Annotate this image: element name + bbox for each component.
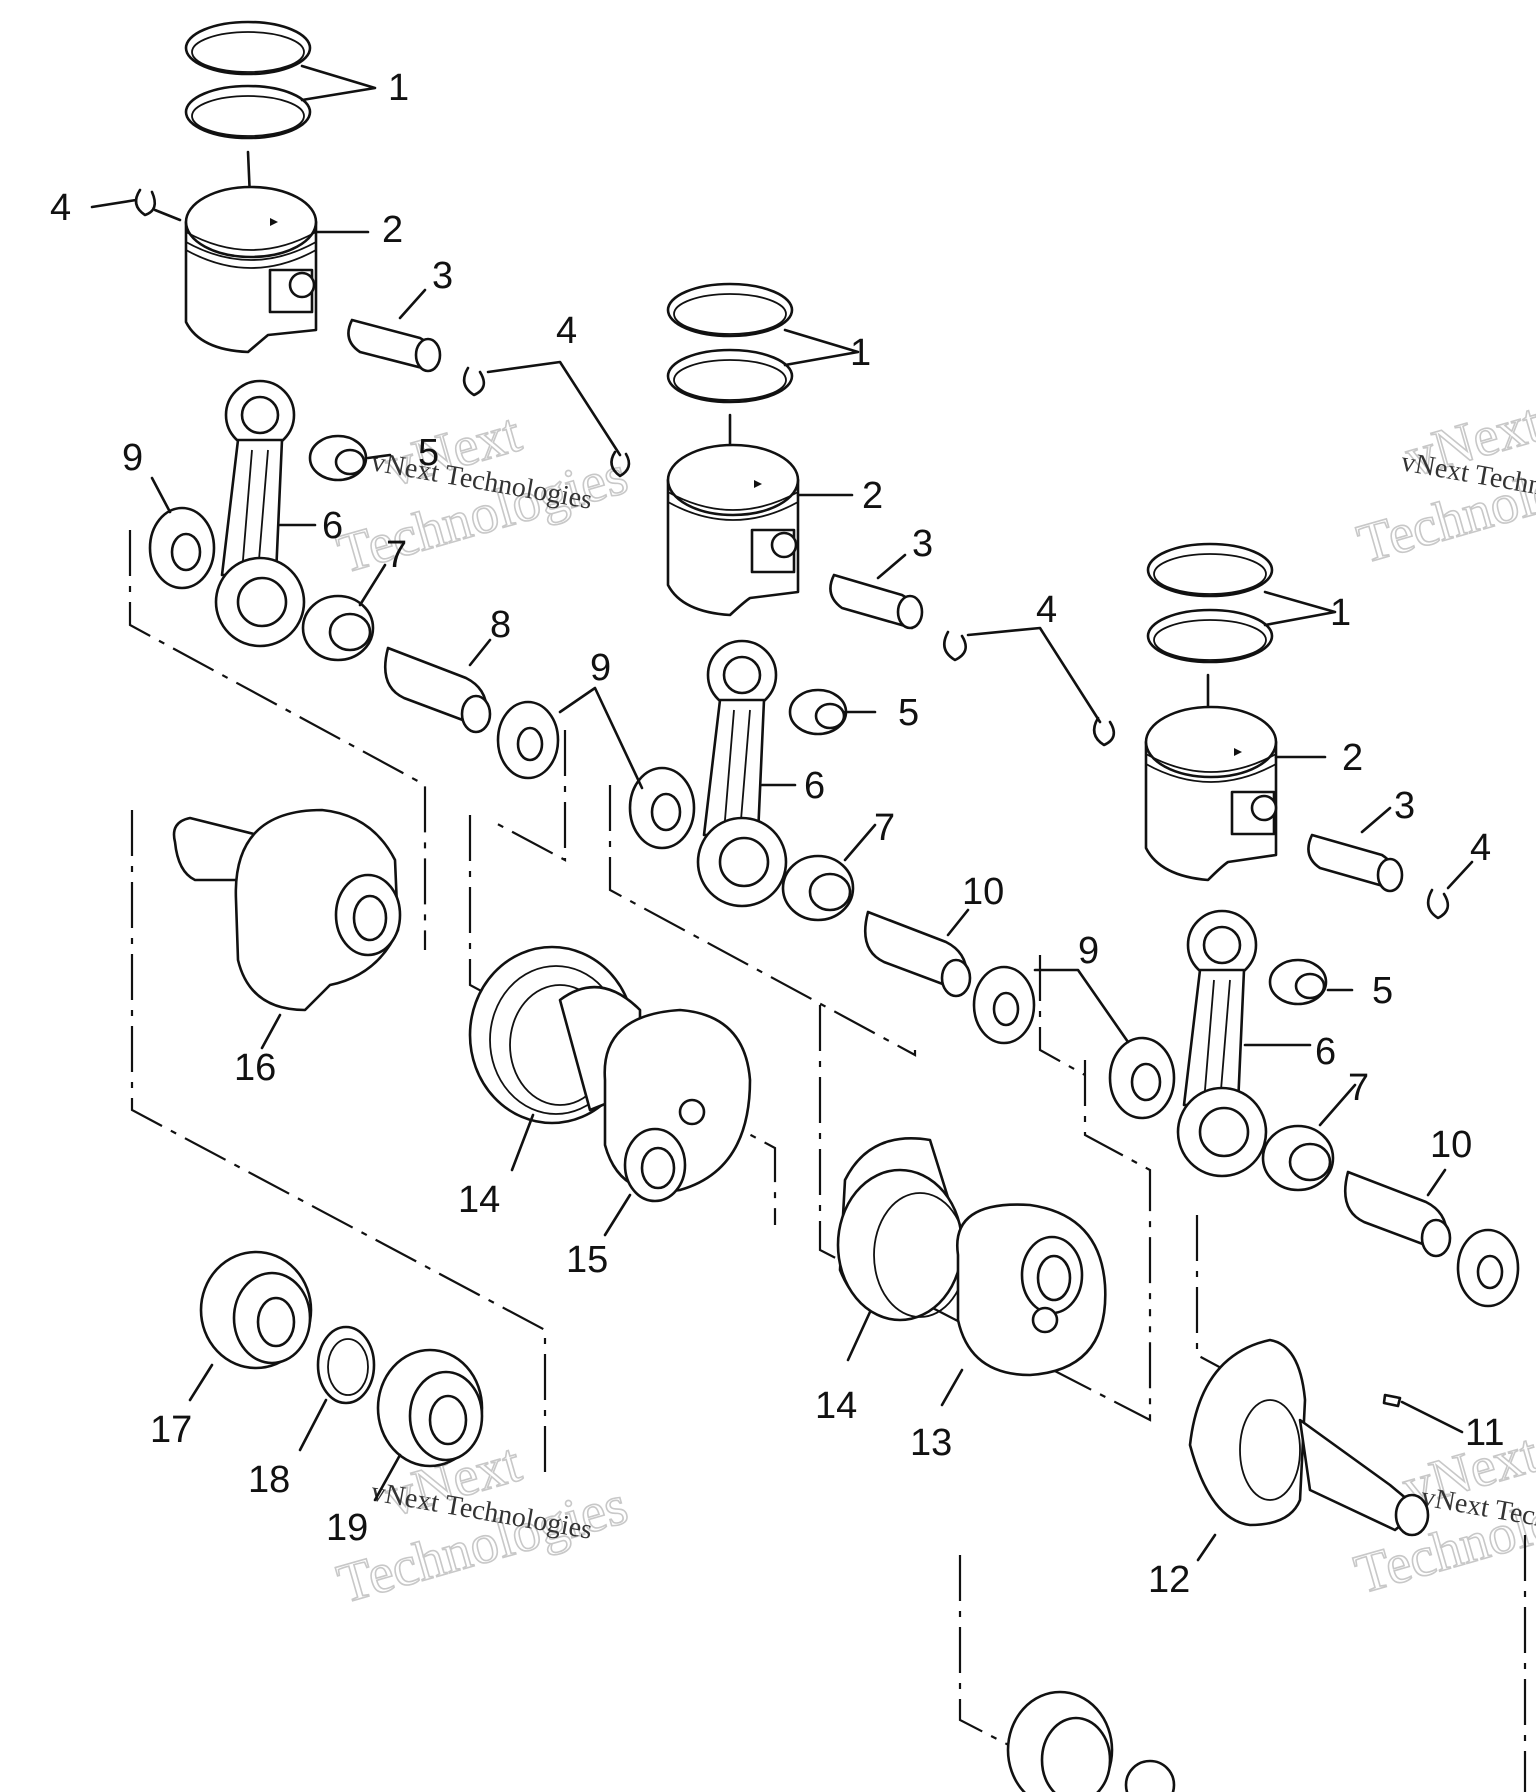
connecting-rod-1 — [214, 379, 306, 648]
callout-16: 16 — [234, 1047, 276, 1089]
needle-bearing-large-2 — [781, 854, 855, 922]
callout-7: 7 — [386, 534, 407, 576]
callout-9: 9 — [1078, 930, 1099, 972]
circlip — [943, 630, 967, 662]
piston-rings-2 — [666, 282, 794, 404]
callout-2: 2 — [1342, 737, 1363, 779]
piston-3 — [1144, 705, 1278, 882]
thrust-washer-3 — [628, 766, 696, 850]
callout-14: 14 — [815, 1385, 857, 1427]
callout-5: 5 — [898, 692, 919, 734]
piston-1 — [184, 185, 318, 354]
callout-14: 14 — [458, 1179, 500, 1221]
thrust-washer-5 — [1108, 1036, 1176, 1120]
callout-7: 7 — [1348, 1067, 1369, 1109]
circlip — [134, 188, 631, 478]
callout-11: 11 — [1465, 1412, 1504, 1454]
callout-4: 4 — [1036, 589, 1057, 631]
crank-pin-8 — [383, 646, 492, 734]
piston-pin-2 — [829, 573, 924, 630]
callout-3: 3 — [432, 255, 453, 297]
callout-18: 18 — [248, 1459, 290, 1501]
assembly-dash-lines — [128, 530, 1527, 1792]
needle-bearing-small-3 — [1268, 958, 1328, 1006]
circlip — [1092, 716, 1116, 747]
connecting-rod-2 — [696, 639, 788, 908]
piston-pin-1 — [347, 318, 442, 373]
woodruff-key-11 — [1382, 1393, 1402, 1408]
callout-1: 1 — [1330, 592, 1351, 634]
thrust-washer-4 — [972, 965, 1036, 1045]
callout-2: 2 — [862, 475, 883, 517]
callout-10: 10 — [962, 871, 1004, 913]
callout-5: 5 — [1372, 970, 1393, 1012]
callout-15: 15 — [566, 1239, 608, 1281]
needle-bearing-large-1 — [301, 594, 375, 662]
main-bearing-19 — [376, 1348, 484, 1468]
callout-12: 12 — [1148, 1559, 1190, 1601]
callout-10: 10 — [1430, 1124, 1472, 1166]
crank-pin-10a — [863, 910, 972, 998]
main-bearing-17 — [199, 1250, 313, 1370]
callout-5: 5 — [418, 432, 439, 474]
callout-4: 4 — [1470, 827, 1491, 869]
callout-3: 3 — [912, 523, 933, 565]
callout-9: 9 — [122, 437, 143, 479]
crank-web-14b — [836, 1137, 967, 1322]
crank-web-15 — [558, 985, 752, 1203]
leader-lines — [90, 64, 1474, 1562]
callout-6: 6 — [322, 505, 343, 547]
needle-bearing-small-2 — [788, 688, 848, 736]
needle-bearing-small-1 — [308, 434, 368, 482]
main-bearing-bottom — [1006, 1690, 1176, 1792]
callout-3: 3 — [1394, 785, 1415, 827]
callout-6: 6 — [804, 765, 825, 807]
circlip — [1426, 888, 1450, 920]
callout-1: 1 — [388, 67, 409, 109]
crank-end-12 — [1188, 1338, 1430, 1537]
callout-6: 6 — [1315, 1031, 1336, 1073]
callout-9: 9 — [590, 647, 611, 689]
callout-19: 19 — [326, 1507, 368, 1549]
callout-17: 17 — [150, 1409, 192, 1451]
callout-1: 1 — [850, 332, 871, 374]
crank-web-13 — [955, 1203, 1107, 1377]
connecting-rod-3 — [1176, 909, 1268, 1178]
callout-2: 2 — [382, 209, 403, 251]
thrust-washer-2 — [496, 700, 560, 780]
callout-4: 4 — [50, 187, 71, 229]
needle-bearing-large-3 — [1261, 1124, 1335, 1192]
crank-pin-10b — [1343, 1170, 1452, 1258]
piston-pin-3 — [1307, 833, 1404, 893]
piston-rings-3 — [1146, 542, 1274, 664]
callout-labels: 1 2 3 4 4 5 6 7 8 9 9 1 2 3 4 5 6 7 10 1… — [50, 67, 1504, 1601]
callout-4: 4 — [556, 310, 577, 352]
crank-end-16 — [172, 808, 402, 1012]
callout-8: 8 — [490, 604, 511, 646]
thrust-washer-1 — [148, 506, 216, 590]
piston-2 — [666, 443, 800, 617]
callout-7: 7 — [874, 807, 895, 849]
thrust-washer-6 — [1456, 1228, 1520, 1308]
seal-ring-18 — [316, 1325, 376, 1405]
callout-13: 13 — [910, 1422, 952, 1464]
piston-rings-1 — [184, 20, 312, 140]
